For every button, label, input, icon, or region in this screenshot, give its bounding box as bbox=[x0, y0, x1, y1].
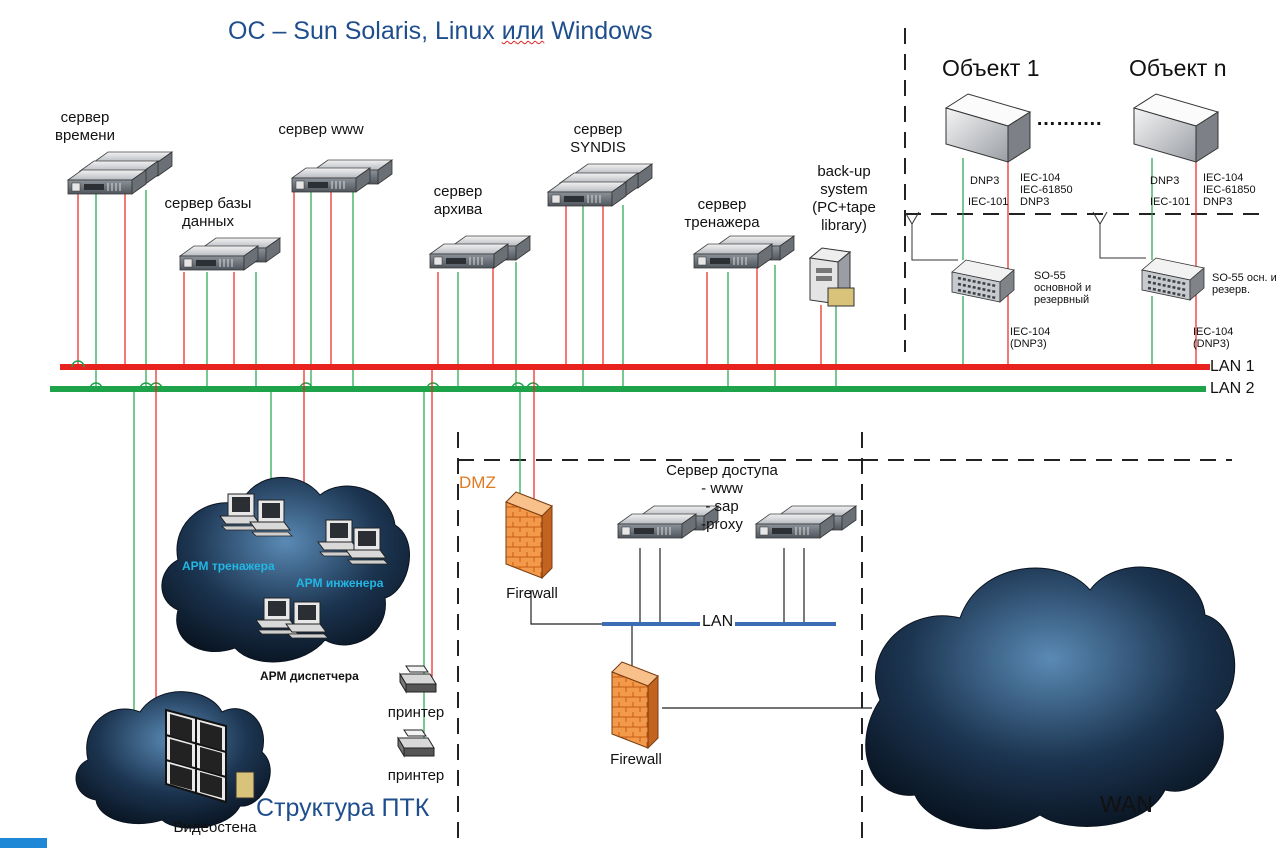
server-trainer-icon bbox=[694, 236, 794, 268]
videowall-screens-icon bbox=[165, 708, 227, 804]
server-trainer-label: сервер тренажера bbox=[684, 196, 760, 231]
server-time-icon bbox=[68, 152, 172, 194]
videowall-cloud bbox=[75, 691, 271, 829]
firewall-bottom-icon bbox=[611, 661, 659, 749]
antenna-icons bbox=[904, 211, 1146, 261]
objectn-protocols: IEC-104 IEC-61850 DNP3 bbox=[1203, 172, 1256, 208]
lan1-label: LAN 1 bbox=[1210, 358, 1255, 375]
os-title-suffix: Windows bbox=[544, 17, 653, 45]
server-database-label: сервер базы данных bbox=[164, 195, 252, 230]
ptk-structure-title: Структура ПТК bbox=[256, 794, 430, 822]
server-syndis-icon bbox=[548, 164, 652, 206]
object1-iec101: IEC-101 bbox=[968, 196, 1009, 208]
arm-trainer-label: АРМ тренажера bbox=[182, 559, 275, 573]
server-www-label: сервер www bbox=[278, 121, 364, 138]
workstation-cloud bbox=[161, 476, 410, 663]
server-archive-icon bbox=[430, 236, 530, 268]
server-time-label: сервер времени bbox=[55, 109, 115, 144]
wan-cloud bbox=[865, 566, 1236, 830]
objectn-box-icon bbox=[1133, 93, 1219, 163]
server-database-icon bbox=[180, 238, 280, 270]
objectn-iec101: IEC-101 bbox=[1150, 196, 1191, 208]
so55-b-icon bbox=[1140, 256, 1206, 302]
access-server-label: Сервер доступа - www - sap -proxy bbox=[666, 462, 778, 533]
os-title-or: или bbox=[501, 17, 545, 45]
wan-label: WAN bbox=[1100, 791, 1153, 817]
object1-dnp3: DNP3 bbox=[970, 175, 1000, 187]
so55-a-icon bbox=[950, 258, 1016, 304]
so55-a-label: SO-55 основной и резервный bbox=[1034, 270, 1092, 306]
printer-bottom-icon bbox=[397, 729, 435, 757]
backup-label: back-up system (PC+tape library) bbox=[812, 163, 876, 234]
dmz-lan-label: LAN bbox=[700, 613, 736, 631]
arm-engineer-label: АРМ инженера bbox=[296, 576, 384, 590]
printer-top-icon bbox=[399, 665, 437, 693]
server-www-icon bbox=[292, 160, 392, 192]
os-title-prefix: ОС – Sun Solaris, Linux bbox=[228, 17, 502, 45]
dmz-label: DMZ bbox=[459, 473, 496, 492]
arm-dispatcher-label: АРМ диспетчера bbox=[260, 669, 359, 683]
server-archive-label: сервер архива bbox=[433, 183, 483, 218]
backup-tower-icon bbox=[808, 247, 855, 307]
iec104-b-label: IEC-104 (DNP3) bbox=[1193, 326, 1234, 350]
firewall-top-label: Firewall bbox=[506, 585, 558, 602]
printer-top-label: принтер bbox=[387, 704, 445, 721]
objectn-label: Объект n bbox=[1129, 55, 1227, 81]
printer-bottom-label: принтер bbox=[387, 767, 445, 784]
boundary-lines bbox=[457, 28, 1262, 840]
object1-box-icon bbox=[945, 93, 1031, 163]
lan2-label: LAN 2 bbox=[1210, 380, 1255, 397]
server-syndis-label: сервер SYNDIS bbox=[570, 121, 626, 156]
videowall-label: Видеостена bbox=[173, 819, 257, 836]
corner-accent bbox=[0, 838, 47, 848]
object1-label: Объект 1 bbox=[942, 55, 1040, 81]
firewall-bottom-label: Firewall bbox=[610, 751, 662, 768]
objectn-dnp3: DNP3 bbox=[1150, 175, 1180, 187]
objects-ellipsis: ………. bbox=[1036, 108, 1102, 130]
iec104-a-label: IEC-104 (DNP3) bbox=[1010, 326, 1051, 350]
firewall-top-icon bbox=[505, 491, 553, 579]
os-title: ОС – Sun Solaris, Linux или Windows bbox=[228, 17, 653, 46]
object1-protocols: IEC-104 IEC-61850 DNP3 bbox=[1020, 172, 1073, 208]
so55-b-label: SO-55 осн. и резерв. bbox=[1212, 272, 1277, 296]
